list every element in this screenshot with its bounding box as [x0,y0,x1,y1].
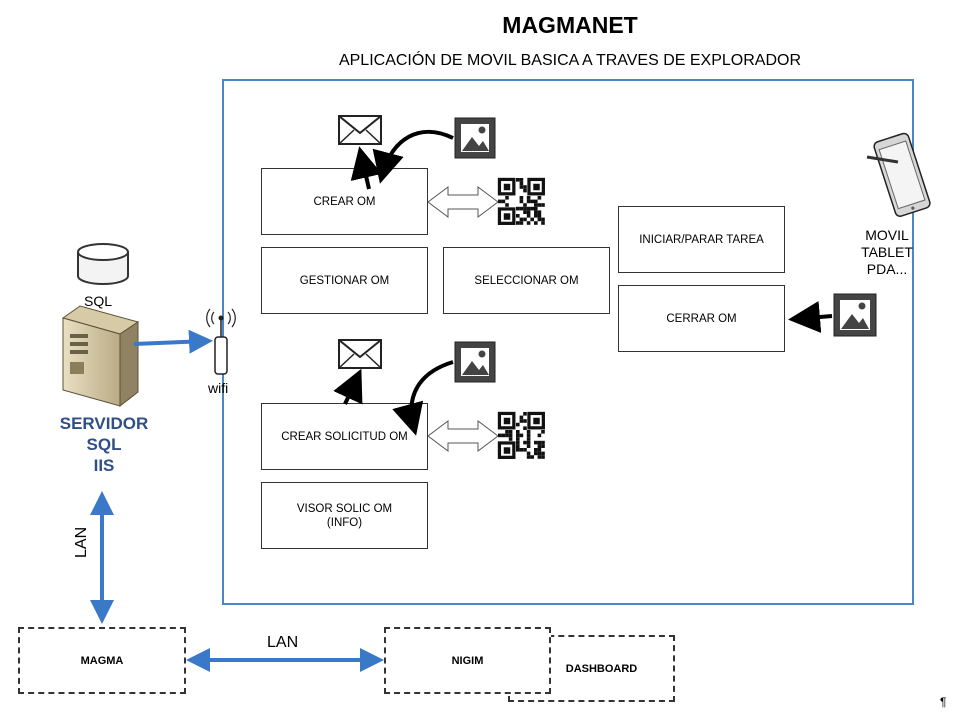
image-to-crear-arrow [372,129,454,184]
image-icon [454,341,496,383]
server-icon [61,305,140,408]
server-label-line1: SERVIDOR [59,414,149,433]
qr-code-icon [497,177,545,225]
device-label-line2: TABLET [861,244,913,260]
image-to-cerrar-arrow [788,301,833,333]
server-to-wifi-connector [133,329,213,354]
double-arrow [427,420,499,452]
gestionar-om-box: GESTIONAR OM [261,247,428,314]
iniciar-parar-tarea-box: INICIAR/PARAR TAREA [618,206,785,273]
device-label: MOVIL TABLET PDA... [852,227,922,278]
stylus-icon [866,155,899,164]
wifi-antenna-icon [206,308,236,375]
cerrar-om-box: CERRAR OM [618,285,785,352]
qr-code-icon [497,411,545,459]
server-label: SERVIDOR SQL IIS [44,413,164,476]
diagram-subtitle: APLICACIÓN DE MOVIL BASICA A TRAVES DE E… [338,52,802,69]
device-label-line1: MOVIL [865,227,909,243]
lan-label-horizontal: LAN [267,634,299,651]
image-to-solicitud-arrow [392,360,454,436]
visor-solic-line1: VISOR SOLIC OM [296,502,393,515]
double-arrow [427,186,499,218]
database-label: SQL [84,293,113,309]
image-icon [454,117,496,159]
nigim-system-box: NIGIM [384,627,551,694]
lan-label-vertical: LAN [73,526,90,558]
crear-to-mail-arrow [350,146,382,190]
visor-solic-om-box: VISOR SOLIC OM (INFO) [261,482,428,549]
magma-system-box: MAGMA [18,627,186,694]
server-label-line3: IIS [93,456,115,475]
envelope-icon [338,115,382,145]
envelope-icon [338,339,382,369]
wifi-label: wifi [208,380,229,396]
database-icon [77,243,129,285]
seleccionar-om-box: SELECCIONAR OM [443,247,610,314]
diagram-title: MAGMANET [502,12,638,38]
image-icon [833,293,877,337]
device-label-line3: PDA... [866,261,908,277]
visor-solic-line2: (INFO) [326,516,363,529]
solicitud-to-mail-arrow [333,368,363,405]
paragraph-mark: ¶ [940,695,947,709]
tablet-icon [866,132,931,217]
server-label-line2: SQL [86,435,122,454]
